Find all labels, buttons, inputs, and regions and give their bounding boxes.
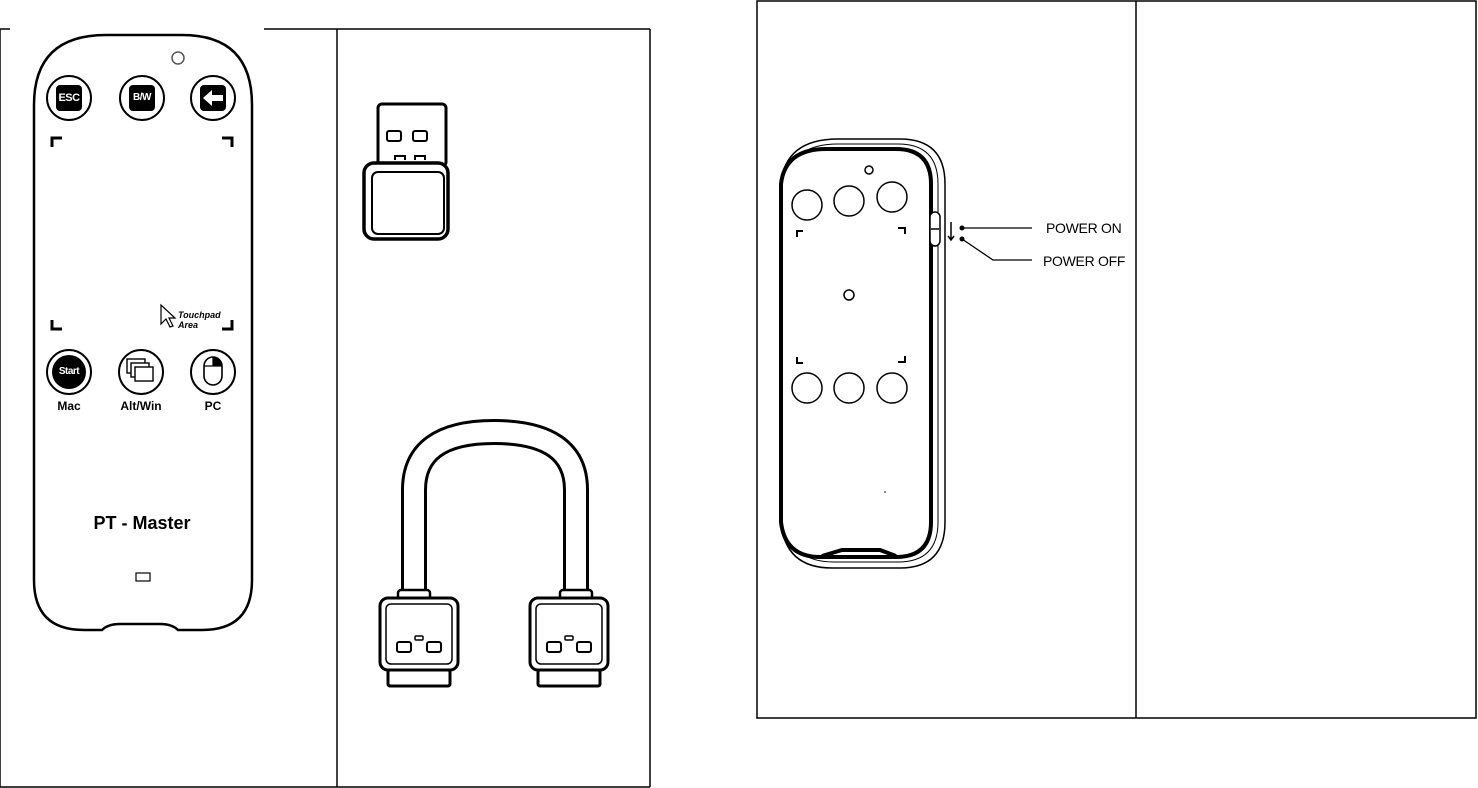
back-button[interactable]: [191, 76, 235, 120]
pc-label: PC: [193, 399, 233, 413]
esc-label: ESC: [56, 91, 82, 105]
power-off-label: POWER OFF: [1043, 252, 1125, 270]
altwin-button[interactable]: [119, 350, 163, 394]
power-on-label: POWER ON: [1046, 219, 1121, 237]
model-name: PT - Master: [62, 512, 222, 534]
altwin-label: Alt/Win: [116, 399, 166, 413]
start-label: Start: [52, 365, 86, 379]
remote-side-view: [781, 139, 945, 568]
power-callouts: [960, 226, 1033, 261]
bw-label: B/W: [129, 91, 155, 105]
usb-dongle-icon: [364, 104, 448, 239]
usb-cable-icon: [380, 432, 608, 686]
remote-body: [34, 35, 252, 630]
remote-front: [34, 35, 252, 630]
mouse-icon: [204, 357, 222, 385]
touchpad-label-line2: Area: [178, 320, 198, 330]
touchpad-label-line1: Touchpad: [178, 310, 221, 320]
pc-button[interactable]: [191, 350, 235, 394]
mac-label: Mac: [49, 399, 89, 413]
